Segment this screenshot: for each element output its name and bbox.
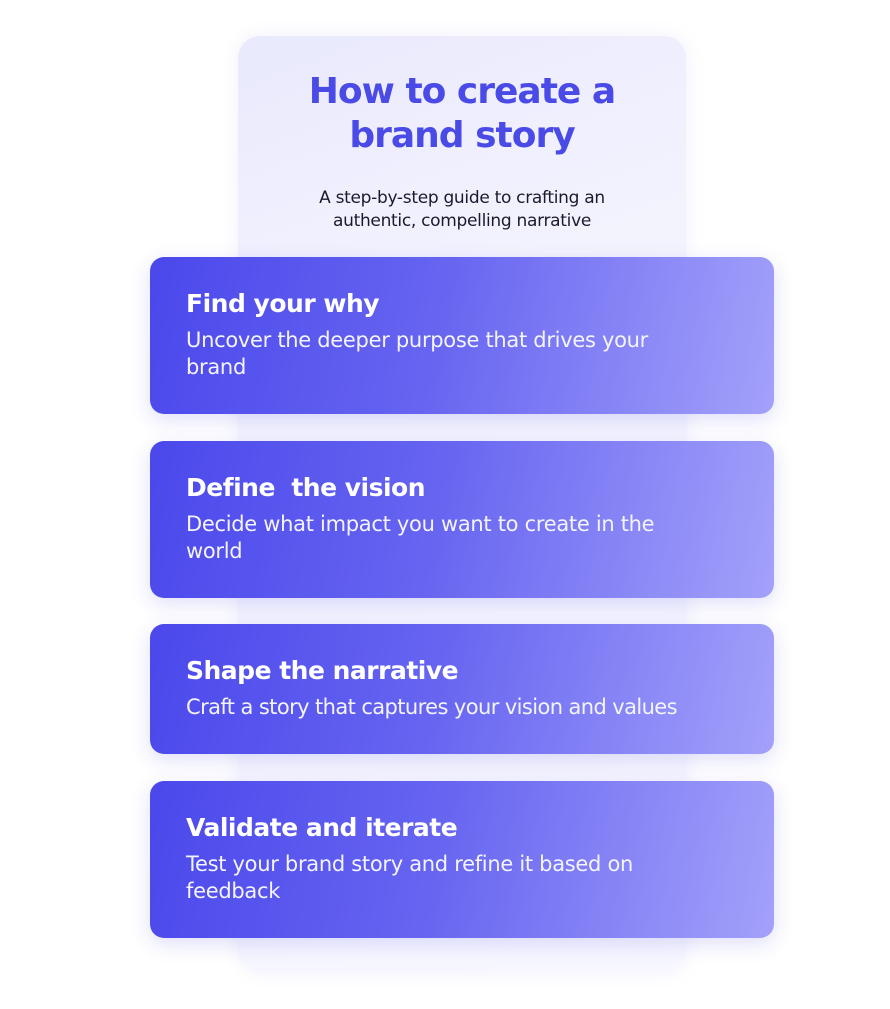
step-card-validate-and-iterate: Validate and iterate Test your brand sto… <box>150 781 774 938</box>
step-card-find-your-why: Find your why Uncover the deeper purpose… <box>150 257 774 414</box>
page-title-line-1: How to create a <box>308 71 616 112</box>
page-title-line-2: brand story <box>349 115 575 156</box>
step-description: Craft a story that captures your vision … <box>186 695 678 719</box>
step-description: Test your brand story and refine it base… <box>186 852 634 903</box>
step-card-shape-the-narrative: Shape the narrative Craft a story that c… <box>150 624 774 754</box>
step-title: Find your why <box>186 289 380 318</box>
step-description: Uncover the deeper purpose that drives y… <box>186 328 648 379</box>
page-title: How to create a brand story <box>238 70 686 158</box>
page-subtitle-line-1: A step-by-step guide to crafting an <box>319 188 605 208</box>
step-card-define-the-vision: Define the vision Decide what impact you… <box>150 441 774 598</box>
step-title: Validate and iterate <box>186 813 458 842</box>
step-description: Decide what impact you want to create in… <box>186 512 655 563</box>
page-subtitle: A step-by-step guide to crafting an auth… <box>238 187 686 233</box>
step-title: Define the vision <box>186 473 426 502</box>
page-subtitle-line-2: authentic, compelling narrative <box>332 211 591 231</box>
step-title: Shape the narrative <box>186 656 459 685</box>
